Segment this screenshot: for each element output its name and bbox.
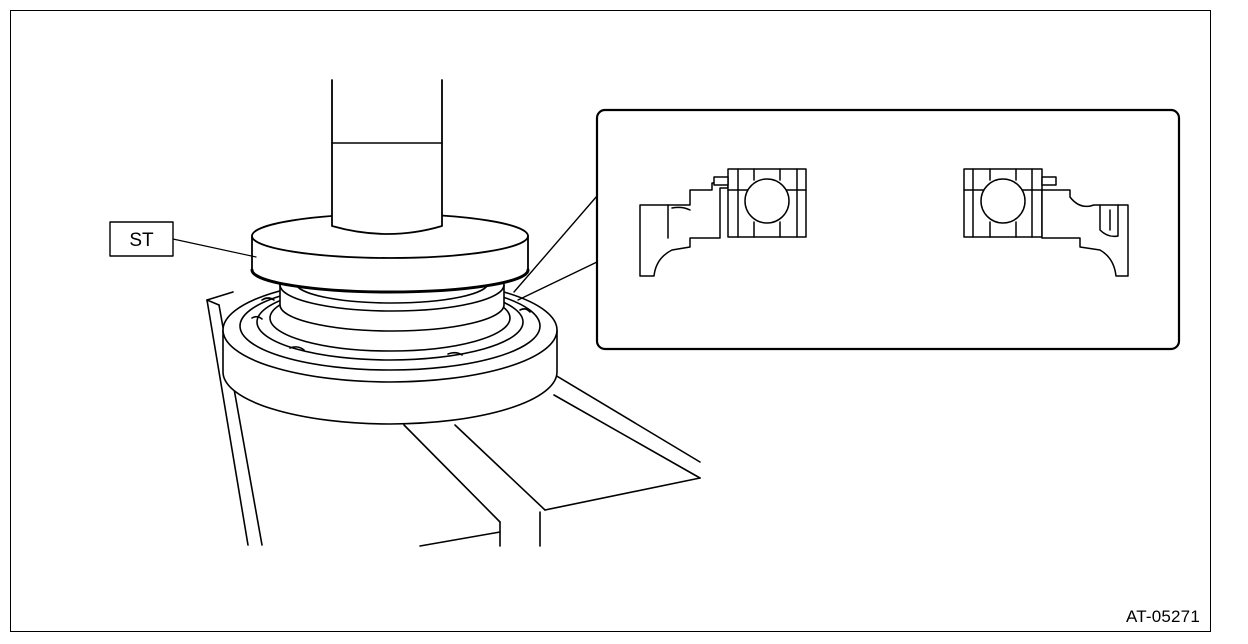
bearing-cross-section-right <box>963 168 1129 277</box>
figure-code: AT-05271 <box>1125 607 1200 626</box>
st-label: ST <box>129 230 154 251</box>
bearing-cross-section-left <box>639 168 807 277</box>
st-callout: ST <box>109 221 257 258</box>
special-tool-disc <box>250 213 530 294</box>
press-ram <box>331 79 443 235</box>
